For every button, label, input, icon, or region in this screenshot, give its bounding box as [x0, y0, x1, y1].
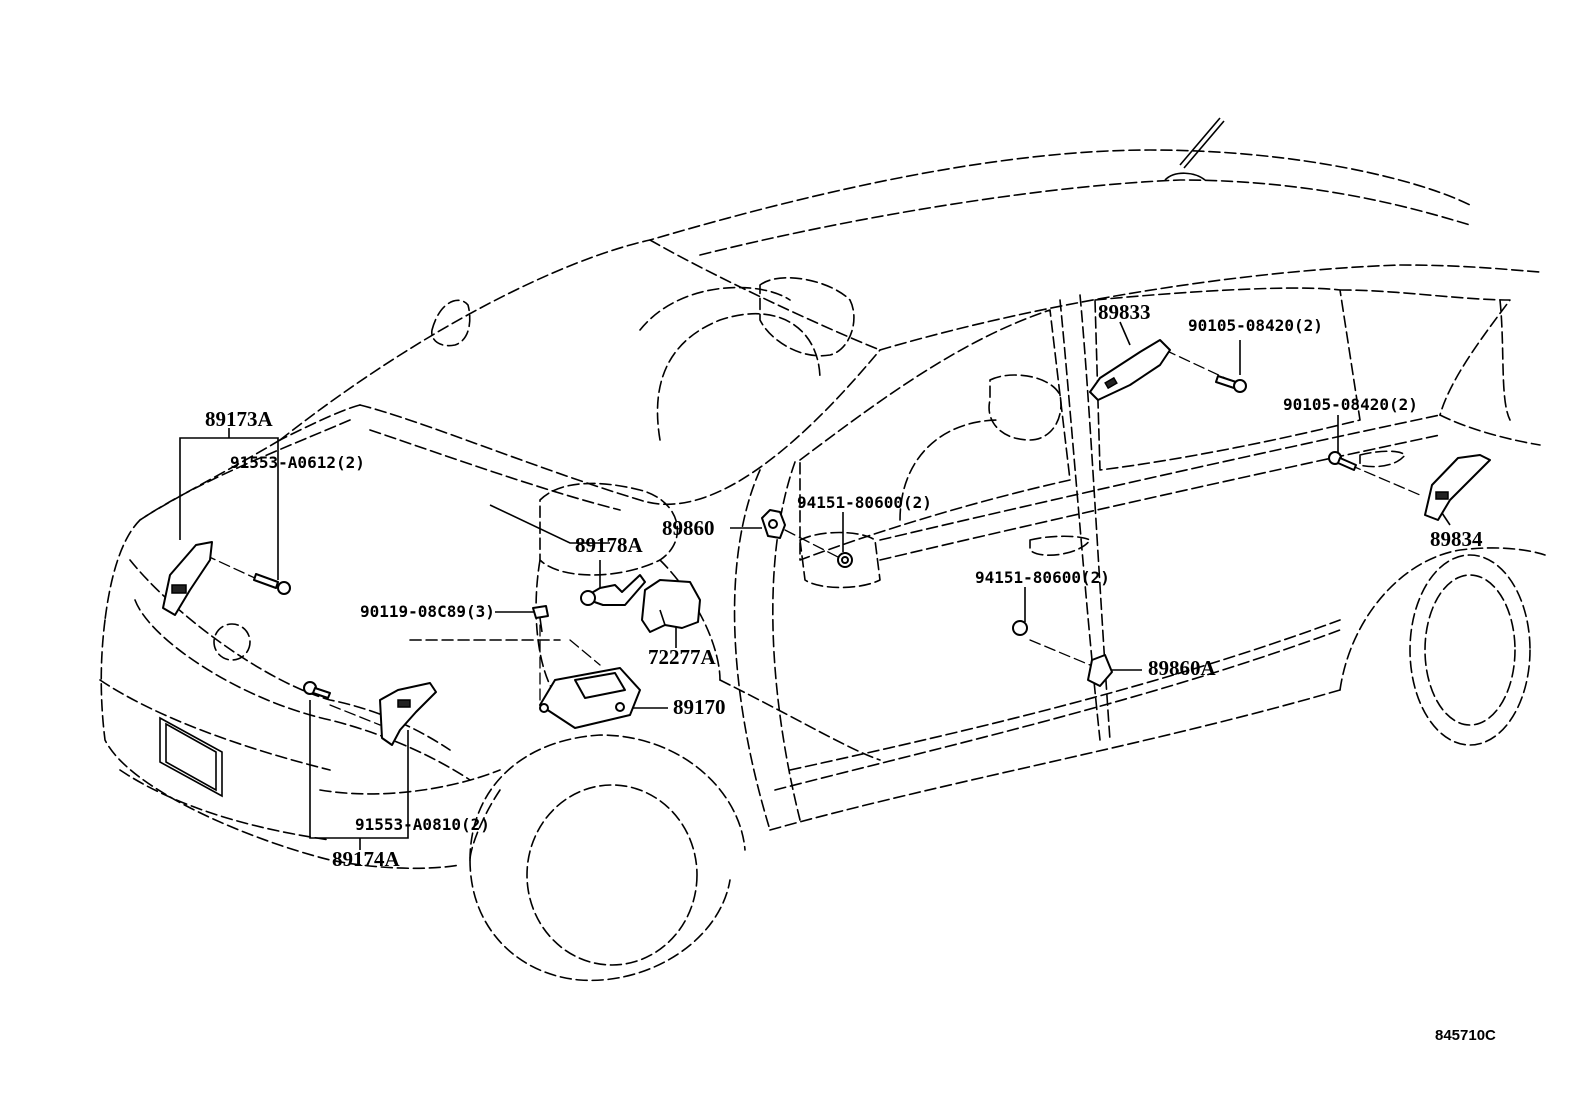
label-90105-right: 90105-08420(2)	[1283, 395, 1418, 414]
part-89170-module	[539, 667, 641, 729]
part-89173A-sensor	[162, 541, 213, 616]
part-89860A-sensor	[1087, 654, 1113, 687]
part-labels: 89173A 91553-A0612(2) 89178A 89860 94151…	[205, 300, 1496, 1044]
part-90105-right-bolt	[1328, 451, 1357, 471]
part-94151-lower-nut	[1012, 620, 1028, 636]
part-91553-A0612-bolt	[253, 573, 291, 595]
part-89178A-sensor	[580, 574, 646, 606]
leader-lines	[179, 321, 1451, 850]
label-94151-lower: 94151-80600(2)	[975, 568, 1110, 587]
part-89834-sensor	[1424, 454, 1491, 521]
label-89170: 89170	[673, 695, 726, 719]
part-91553-A0810-bolt	[303, 681, 331, 699]
label-89860: 89860	[662, 516, 715, 540]
label-91553-A0612: 91553-A0612(2)	[230, 453, 365, 472]
label-72277A: 72277A	[648, 645, 717, 669]
part-89174A-sensor	[379, 682, 437, 746]
label-89860A: 89860A	[1148, 656, 1217, 680]
label-89173A: 89173A	[205, 407, 274, 431]
part-72277A-bracket	[641, 579, 701, 633]
part-90119-bolt	[532, 605, 549, 633]
label-89174A: 89174A	[332, 847, 401, 871]
diagram-code: 845710C	[1435, 1027, 1496, 1044]
label-91553-A0810: 91553-A0810(2)	[355, 815, 490, 834]
part-90105-upper-bolt	[1215, 375, 1247, 393]
label-90119: 90119-08C89(3)	[360, 602, 495, 621]
label-90105-upper: 90105-08420(2)	[1188, 316, 1323, 335]
part-89833-sensor	[1089, 339, 1171, 401]
label-89834: 89834	[1430, 527, 1483, 551]
label-89833: 89833	[1098, 300, 1151, 324]
label-94151-upper: 94151-80600(2)	[797, 493, 932, 512]
label-89178A: 89178A	[575, 533, 644, 557]
part-94151-upper-nut	[837, 552, 853, 568]
car-body-outline	[99, 117, 1546, 982]
part-89860-sensor	[761, 509, 786, 539]
